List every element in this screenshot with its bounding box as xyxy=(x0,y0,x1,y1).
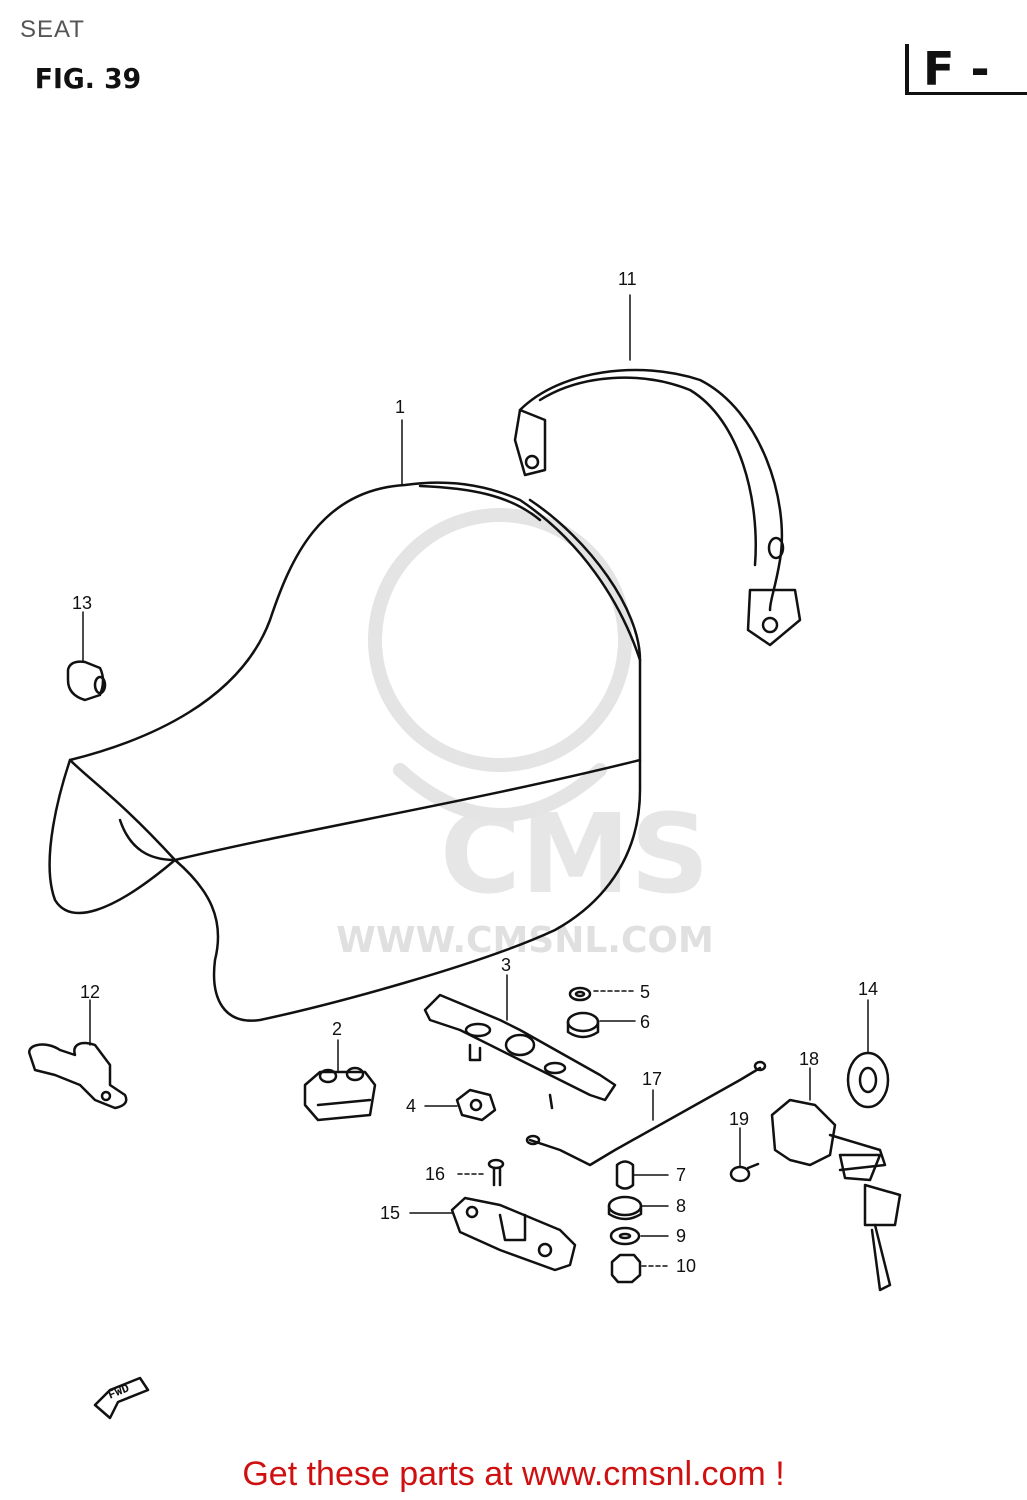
collar-part-7 xyxy=(615,1160,635,1190)
cushion-part-6 xyxy=(566,1011,600,1039)
figure-label: FIG. 39 xyxy=(34,62,142,95)
callout-14: 14 xyxy=(858,979,879,999)
callout-10: 10 xyxy=(676,1256,697,1276)
callout-7: 7 xyxy=(676,1165,687,1185)
lock-plate-part-3 xyxy=(423,993,617,1110)
callout-11: 11 xyxy=(618,269,637,289)
callout-9: 9 xyxy=(676,1226,687,1246)
leader-lines xyxy=(82,294,869,1267)
callout-6: 6 xyxy=(640,1012,651,1032)
nut-part-10 xyxy=(610,1253,642,1284)
watermark-mascot xyxy=(368,508,632,822)
callout-18: 18 xyxy=(799,1049,820,1069)
plate-part-15 xyxy=(450,1196,577,1272)
grab-rail-part xyxy=(513,368,802,647)
footer-link[interactable]: Get these parts at www.cmsnl.com ! xyxy=(242,1455,785,1493)
section-tag: F - xyxy=(905,42,1027,96)
callout-1: 1 xyxy=(395,397,406,417)
callout-3: 3 xyxy=(501,955,512,975)
callout-12: 12 xyxy=(80,982,101,1002)
callout-17: 17 xyxy=(642,1069,663,1089)
washer-part-5 xyxy=(568,986,592,1002)
screw-part-16 xyxy=(487,1158,505,1187)
callout-13: 13 xyxy=(72,593,93,613)
cushion-part-2 xyxy=(303,1066,377,1122)
seat-part xyxy=(48,481,642,1022)
cushion-part-8 xyxy=(607,1195,643,1221)
callout-19: 19 xyxy=(729,1109,750,1129)
bracket-part-12 xyxy=(28,1041,128,1110)
bolt-part-19 xyxy=(729,1162,760,1183)
callout-8: 8 xyxy=(676,1196,687,1216)
fwd-arrow xyxy=(93,1376,150,1420)
cable-part-17 xyxy=(525,1060,767,1167)
watermark-url: WWW.CMSNL.COM xyxy=(336,920,714,961)
callout-16: 16 xyxy=(425,1164,446,1184)
washer-part-14 xyxy=(846,1051,890,1109)
washer-part-9 xyxy=(609,1226,641,1246)
callout-15: 15 xyxy=(380,1203,401,1223)
section-tag-text: F - xyxy=(923,42,990,96)
nut-part-4 xyxy=(455,1088,497,1122)
section-title: SEAT xyxy=(20,16,85,43)
callout-2: 2 xyxy=(332,1019,343,1039)
cushion-part-13 xyxy=(66,660,107,702)
seat-lock-part-18 xyxy=(770,1098,902,1292)
callout-5: 5 xyxy=(640,982,651,1002)
callout-4: 4 xyxy=(406,1096,417,1116)
